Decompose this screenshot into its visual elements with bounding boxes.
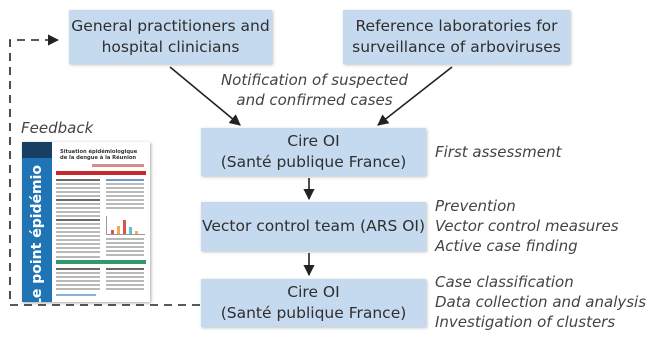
clinicians-label: General practitioners and hospital clini… [71,17,270,56]
bulletin-bottom-left [56,268,100,292]
vector-team-label: Vector control team (ARS OI) [201,217,426,235]
bulletin-footer [56,294,96,296]
bulletin-left-column [56,179,100,255]
bulletin-logo [22,142,52,158]
bulletin-red-banner [56,171,146,175]
bulletin-right-column [106,179,144,211]
bulletin-green-banner [56,260,146,264]
bulletin-mid-text [106,238,144,258]
vector-team-box: Vector control team (ARS OI) [201,202,426,251]
laboratories-box: Reference laboratories for surveillance … [343,10,570,64]
arrow-clinicians-to-cire [169,66,241,126]
bulletin-vertical-title: Le point épidémio [29,164,45,302]
bulletin-thumbnail: Le point épidémio Situation épidémiologi… [22,142,150,302]
notification-note: Notification of suspected and confirmed … [220,71,409,109]
cire-top-label: Cire OI (Santé publique France) [220,132,407,171]
cire-bottom-label: Cire OI (Santé publique France) [220,283,407,322]
laboratories-label: Reference laboratories for surveillance … [352,17,561,56]
bulletin-heading: Situation épidémiologique de la dengue à… [60,149,138,161]
cire-bottom-box: Cire OI (Santé publique France) [201,279,426,327]
cire-top-box: Cire OI (Santé publique France) [201,128,426,176]
clinicians-box: General practitioners and hospital clini… [69,10,272,64]
bulletin-date-bar [92,164,144,167]
vector-actions-note: Prevention Vector control measures Activ… [435,197,619,255]
arrow-labs-to-cire [377,66,453,126]
cire-actions-note: Case classification Data collection and … [435,273,647,331]
bulletin-side-band [22,142,52,302]
feedback-note: Feedback [21,119,94,137]
first-assessment-note: First assessment [435,143,562,161]
bulletin-left-column-lower [56,256,100,260]
feedback-dashed-line [9,34,200,306]
bulletin-bottom-right [106,268,144,292]
bulletin-mini-chart [106,216,145,235]
